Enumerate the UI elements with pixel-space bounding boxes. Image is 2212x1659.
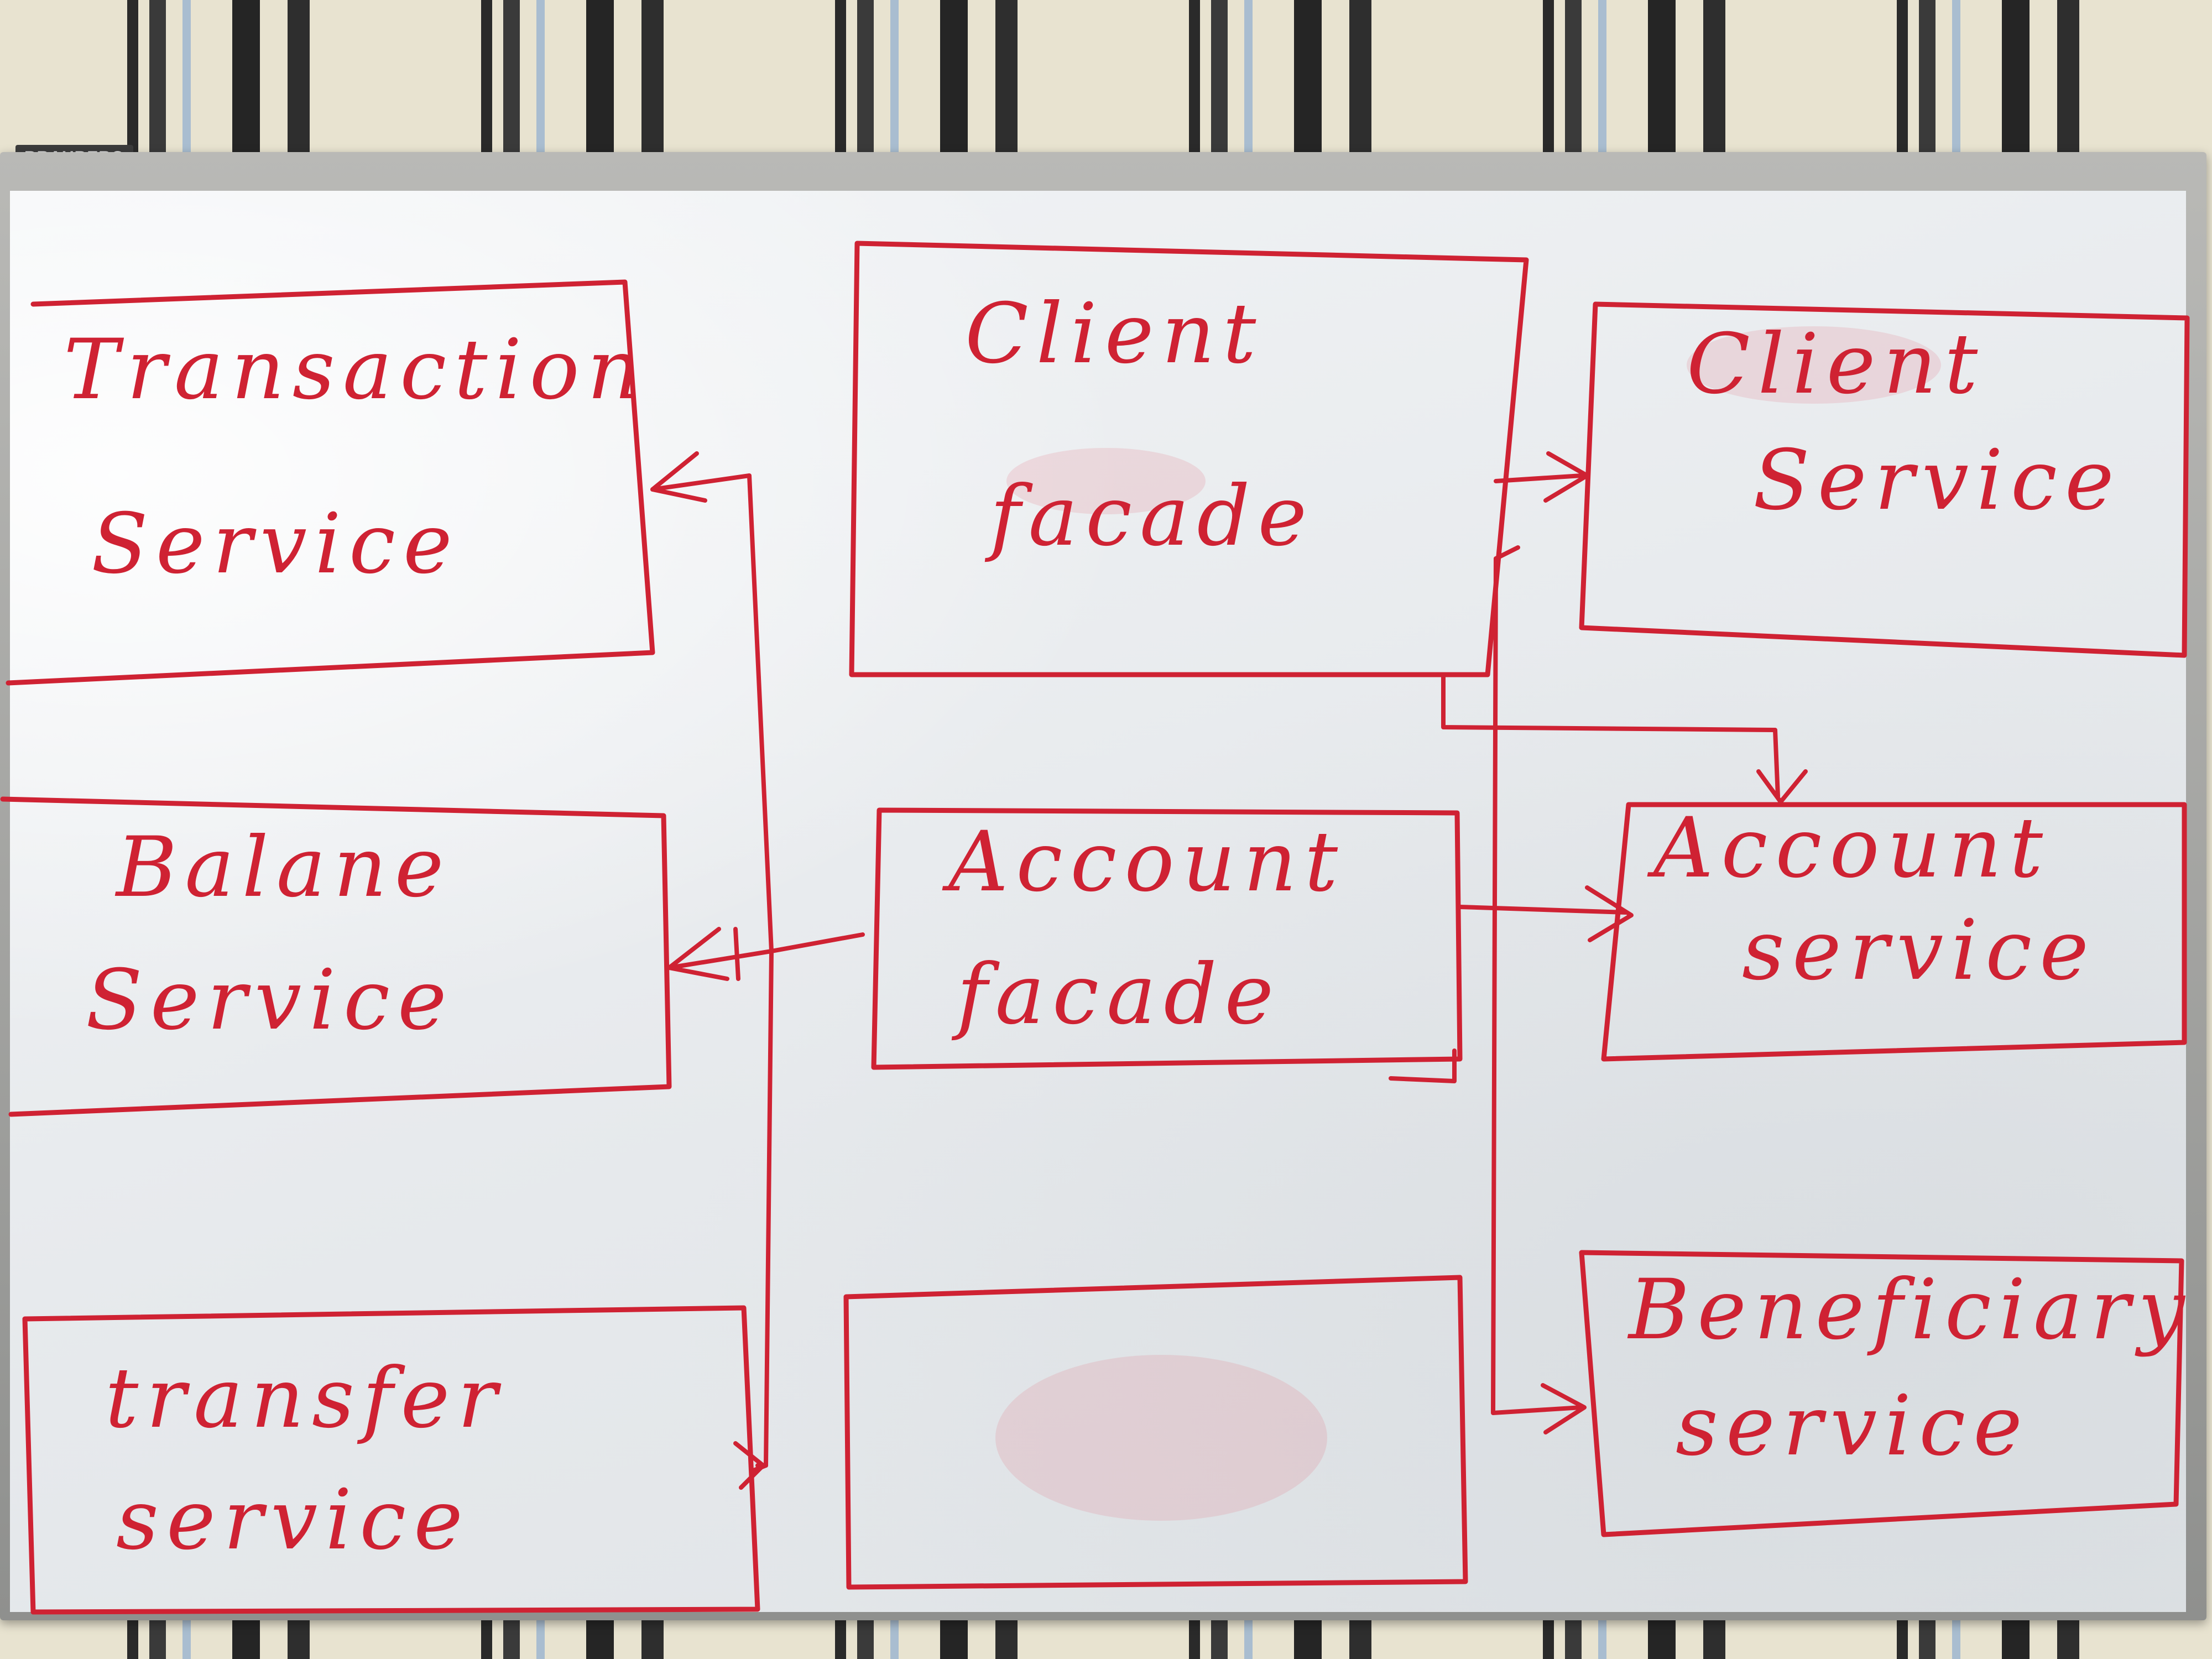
edge-to-transfer	[733, 1441, 768, 1490]
box-client-service: Client Service	[1579, 301, 2190, 658]
whiteboard-surface	[10, 191, 2186, 1612]
edge-to-balance	[667, 927, 774, 981]
box-account-service-line1: Account	[1647, 800, 2051, 896]
box-beneficiary-service-line2: service	[1676, 1378, 2030, 1474]
box-corner-mark	[1389, 1048, 1457, 1083]
box-account-service: Account service	[1601, 800, 2187, 1062]
box-client-facade-line2: facade	[984, 468, 1314, 565]
box-transfer-service-line2: service	[116, 1472, 471, 1568]
box-client-facade-line1: Client	[965, 286, 1264, 382]
whiteboard-frame	[0, 152, 2206, 1620]
box-transaction-service-line1: Transaction	[64, 322, 648, 418]
edge-arrow-to-transaction	[650, 451, 707, 503]
erased-smudge	[1006, 448, 1206, 514]
box-account-service-line2: service	[1742, 902, 2096, 999]
box-beneficiary-service: Beneficiary service	[1579, 1250, 2193, 1537]
box-account-facade: Account facade	[871, 807, 1463, 1070]
box-transfer-service: transfer service	[22, 1305, 760, 1615]
box-client-service-line2: Service	[1753, 432, 2122, 529]
box-transfer-service-line1: transfer	[105, 1350, 505, 1447]
box-balance-service-line1: Balane	[114, 820, 451, 916]
box-client-service-line1: Client	[1687, 316, 1985, 413]
box-client-facade: Client facade	[849, 241, 1529, 677]
edge-right-trunk	[1491, 545, 1587, 1434]
box-account-facade-line2: facade	[951, 947, 1281, 1043]
edge-trunk-left	[650, 473, 865, 1473]
box-empty	[843, 1275, 1468, 1590]
box-transaction-service: Transaction Service	[6, 279, 655, 686]
box-balance-service: Balane Service	[0, 796, 672, 1117]
box-balance-service-line2: Service	[86, 952, 455, 1048]
erased-smudge	[995, 1355, 1327, 1521]
edge-account-facade-to-account-service	[1458, 885, 1634, 942]
erased-smudge	[1687, 326, 1941, 404]
box-account-facade-line1: Account	[942, 814, 1345, 910]
edge-client-facade-to-client-service	[1494, 451, 1589, 503]
box-transaction-service-line2: Service	[91, 496, 460, 592]
edge-client-facade-to-account-service	[1441, 672, 1808, 804]
box-beneficiary-service-line1: Beneficiary	[1627, 1262, 2193, 1358]
